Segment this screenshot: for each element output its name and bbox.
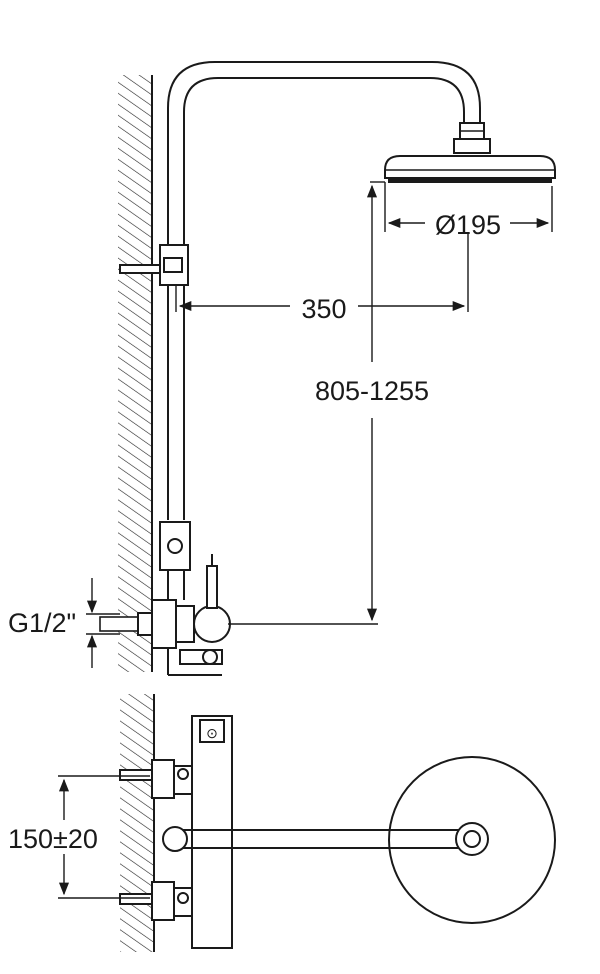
upper-inlet-front (119, 759, 193, 799)
dimension-thread: G1/2" (8, 578, 120, 668)
dimension-head-diameter: Ø195 (384, 182, 553, 240)
mixer-front-view: ⊙ (191, 715, 233, 949)
label-thread: G1/2" (8, 608, 76, 638)
lower-inlet-front (119, 881, 193, 921)
shower-riser (167, 61, 481, 520)
arm-front-view (162, 822, 489, 856)
wall-front-view (120, 694, 155, 952)
label-inlet-spacing: 150±20 (8, 824, 98, 854)
sliding-holder (159, 521, 191, 571)
dimension-height-range: 805-1255 (228, 181, 429, 625)
dimension-arm-length: 350 (178, 232, 469, 324)
mixer-symbol-icon: ⊙ (206, 725, 218, 741)
shower-head-front (388, 756, 556, 924)
label-height-range: 805-1255 (315, 376, 429, 406)
dimension-inlet-spacing: 150±20 (8, 775, 150, 899)
upper-bracket (119, 244, 189, 312)
mixer-side-view (151, 554, 231, 676)
wall-side-view (118, 75, 153, 672)
label-arm-length: 350 (301, 294, 346, 324)
head-connector (453, 122, 491, 154)
inlet-side-view (99, 612, 153, 636)
shower-head (384, 155, 556, 183)
